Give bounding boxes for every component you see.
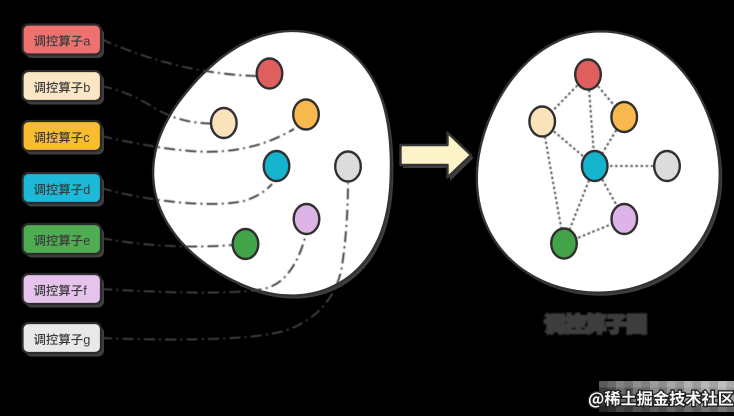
svg-text:e: e [83,233,90,248]
svg-text:a: a [83,34,91,49]
svg-text:c: c [83,130,90,145]
svg-text:f: f [83,283,87,298]
svg-text:d: d [83,182,90,197]
svg-text:g: g [83,332,90,347]
svg-text:b: b [83,80,90,95]
